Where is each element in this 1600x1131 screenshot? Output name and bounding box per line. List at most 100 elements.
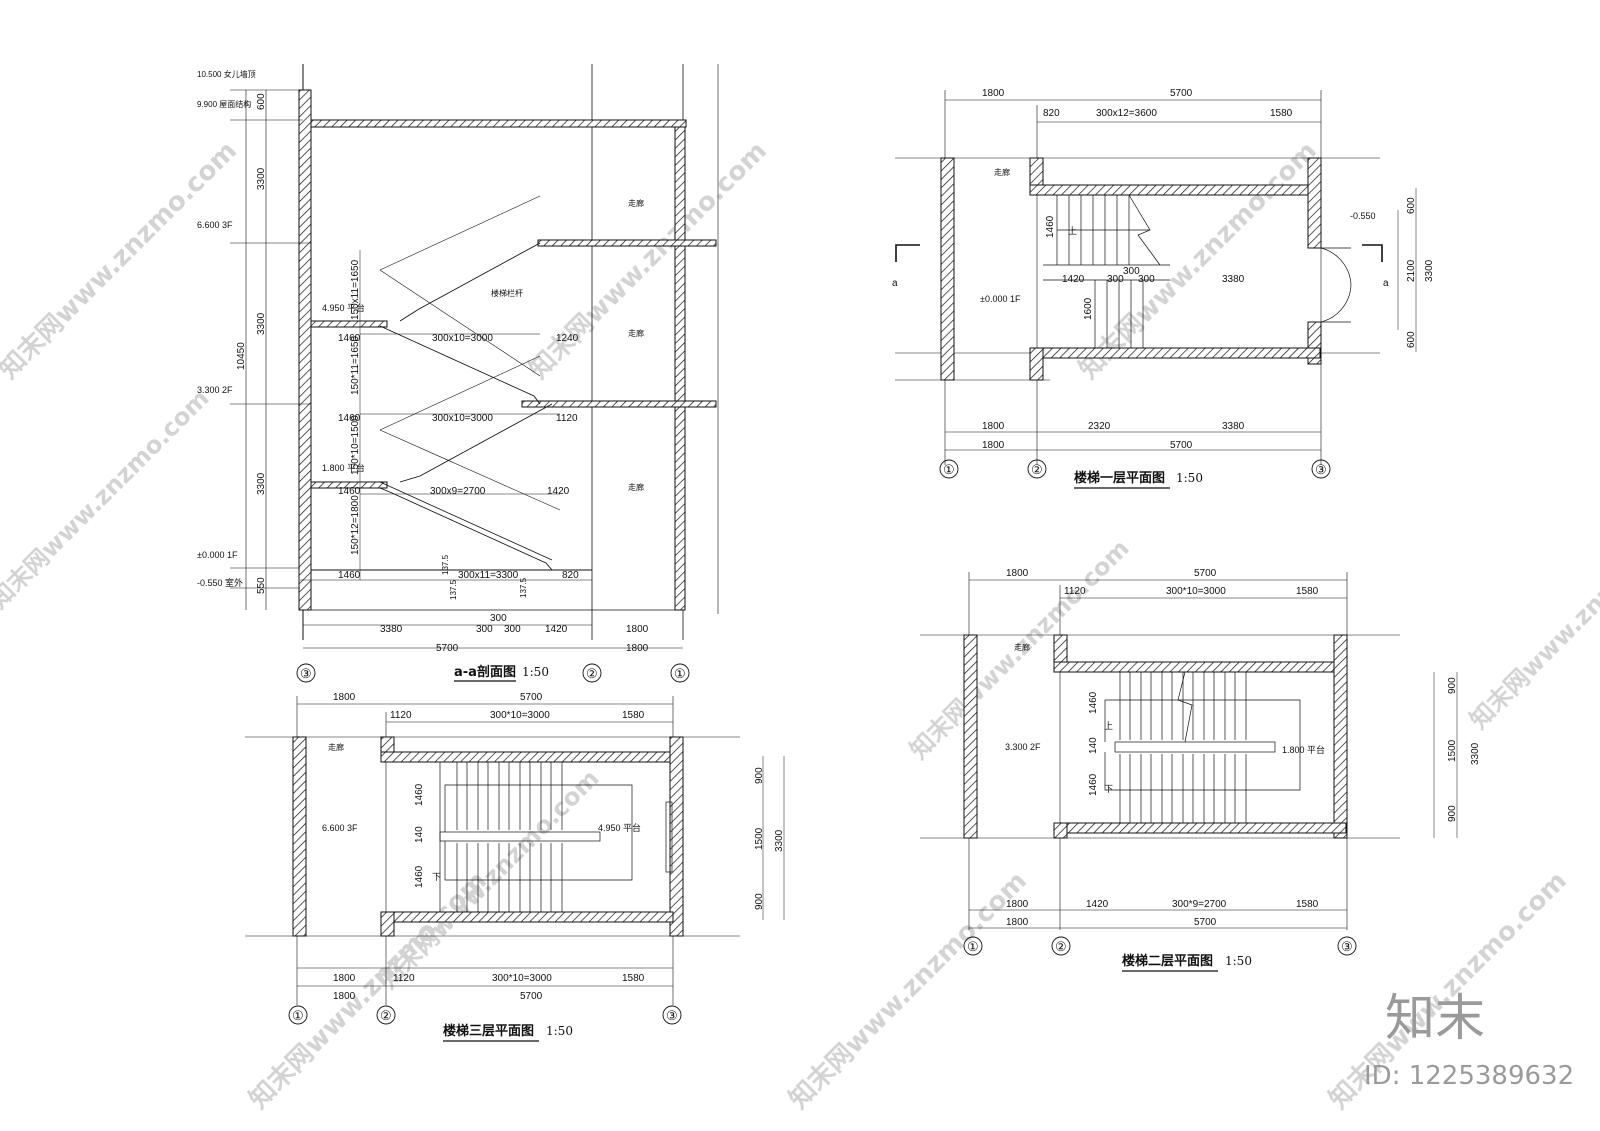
level-1f: ±0.000 1F — [197, 550, 238, 560]
dim-inner: 140 — [414, 826, 425, 843]
watermark-text: 知末网www.znzmo.com — [244, 866, 493, 1115]
plan-2f — [920, 572, 1458, 956]
dim-3300: 3300 — [256, 472, 267, 495]
axis-bubble: ① — [674, 666, 686, 681]
dim-bottom: 300 — [504, 624, 521, 635]
dim-bottom: 300*9=2700 — [1172, 899, 1227, 910]
dim-inner: 300 — [1123, 266, 1140, 277]
dim-bottom: 1800 — [982, 421, 1005, 432]
dim-top: 300*10=3000 — [1166, 586, 1226, 597]
dim-run: 300x10=3000 — [432, 333, 493, 344]
plan-2f-labels: 1800 5700 1120 300*10=3000 1580 走廊 3.300… — [967, 568, 1481, 972]
axis-bubble: ③ — [300, 666, 312, 681]
dim-top: 1580 — [622, 710, 645, 721]
watermark-text: 知末网www.znzmo.com — [524, 136, 773, 385]
dim-right-total: 3300 — [1470, 742, 1481, 765]
dim-bottom: 1420 — [1086, 899, 1109, 910]
room-label: 走廊 — [628, 328, 644, 338]
drawing-scale: 1:50 — [522, 665, 549, 679]
watermark-text: 知末网www.znzmo.com — [0, 384, 215, 614]
dim-side: 1420 — [547, 486, 570, 497]
dim-10450: 10450 — [236, 342, 247, 370]
room-label: 走廊 — [994, 167, 1010, 177]
room-label: 走廊 — [1014, 642, 1030, 652]
stair-treads-3f — [439, 762, 673, 912]
dim-right: 1500 — [754, 827, 765, 850]
dim-bottom: 1580 — [622, 973, 645, 984]
dim-bottom: 1580 — [1296, 899, 1319, 910]
dim-landing: 1460 — [338, 570, 361, 581]
axis-bubble: ③ — [1315, 462, 1327, 477]
watermark-text: 知末网www.znzmo.com — [784, 866, 1033, 1115]
level-parapet: 10.500 女儿墙顶 — [197, 69, 256, 79]
dim-right: 900 — [1447, 805, 1458, 822]
dim-mid-rise2: 150*10=1500 — [350, 415, 361, 475]
drawing-title: 楼梯三层平面图 — [443, 1023, 534, 1039]
plan-3f — [245, 696, 785, 1025]
drawing-title: 楼梯二层平面图 — [1122, 953, 1213, 969]
dim-top: 820 — [1043, 108, 1060, 119]
dim-inner: 300 — [1138, 274, 1155, 285]
axis-bubble: ① — [943, 462, 955, 477]
dim-top: 1120 — [1064, 586, 1086, 597]
dim-top: 5700 — [1194, 568, 1217, 579]
landing-label: 4.950 平台 — [598, 822, 641, 833]
level-label: ±0.000 1F — [980, 294, 1021, 304]
dim-right: 2100 — [1406, 259, 1417, 282]
drawing-scale: 1:50 — [1225, 954, 1252, 968]
section-a-a — [230, 64, 719, 683]
dim-bottom: 5700 — [520, 991, 543, 1002]
dim-bottom: 5700 — [436, 643, 459, 654]
up-label: 上 — [1104, 721, 1113, 731]
plan-3f-labels: 1800 5700 1120 300*10=3000 1580 走廊 6.600… — [292, 692, 785, 1042]
watermark-layer: 知末网www.znzmo.com 知末网www.znzmo.com 知末网www… — [0, 136, 1600, 1115]
outside-level: -0.550 — [1350, 211, 1376, 221]
drawing-title: 楼梯一层平面图 — [1074, 470, 1165, 486]
down-label: 下 — [432, 872, 441, 882]
section-labels: 10.500 女儿墙顶 9.900 屋面结构 6.600 3F 4.950 平台… — [197, 69, 686, 682]
dim-landing: 1460 — [338, 333, 361, 344]
dim-550: 550 — [256, 577, 267, 594]
dim-top: 1580 — [1296, 586, 1319, 597]
axis-bubble: ② — [380, 1008, 392, 1023]
dim-bottom: 300 — [476, 624, 493, 635]
drawing-scale: 1:50 — [546, 1024, 573, 1038]
dim-bottom: 1800 — [333, 991, 356, 1002]
axis-bubble: ① — [967, 939, 979, 954]
axis-bubble: ③ — [1341, 939, 1353, 954]
dim-top: 5700 — [520, 692, 543, 703]
dim-bottom: 1800 — [982, 440, 1005, 451]
section-mark-letter: a — [892, 278, 898, 289]
dim-bottom: 1800 — [626, 624, 649, 635]
down-label: 下 — [1104, 784, 1113, 794]
dim-bottom: 1420 — [545, 624, 568, 635]
dim-step: 137.5 — [519, 577, 528, 598]
dim-right-total: 3300 — [774, 829, 785, 852]
landing-label: 1.800 平台 — [1282, 744, 1325, 755]
level-landing2: 4.950 平台 — [322, 302, 365, 313]
dim-run: 300x9=2700 — [430, 486, 486, 497]
axis-bubble: ① — [292, 1008, 304, 1023]
dim-600: 600 — [256, 93, 267, 110]
dim-bottom: 1800 — [626, 643, 649, 654]
dim-side: 820 — [562, 570, 579, 581]
dim-top-rise: 150x11=1650 — [350, 259, 361, 320]
dim-top: 1800 — [1006, 568, 1029, 579]
level-landing1: 1.800 平台 — [322, 462, 365, 473]
dim-side: 1120 — [556, 413, 578, 424]
level-outdoor: -0.550 室外 — [197, 577, 243, 588]
dim-right-total: 3300 — [1424, 259, 1435, 282]
drawing-title: a-a剖面图 — [454, 664, 516, 680]
dim-bottom: 1800 — [333, 973, 356, 984]
dim-right: 600 — [1406, 331, 1417, 348]
dim-top: 300x12=3600 — [1096, 108, 1157, 119]
plan-1f — [895, 90, 1417, 479]
room-label: 走廊 — [628, 482, 644, 492]
dim-bottom: 300*10=3000 — [492, 973, 552, 984]
watermark-text: 知末网www.znzmo.com — [0, 136, 243, 385]
dim-right: 900 — [754, 893, 765, 910]
axis-bubble: ③ — [666, 1008, 678, 1023]
dim-top: 5700 — [1170, 88, 1193, 99]
plan-1f-labels: 1800 5700 820 300x12=3600 1580 走廊 ±0.000… — [892, 88, 1435, 489]
